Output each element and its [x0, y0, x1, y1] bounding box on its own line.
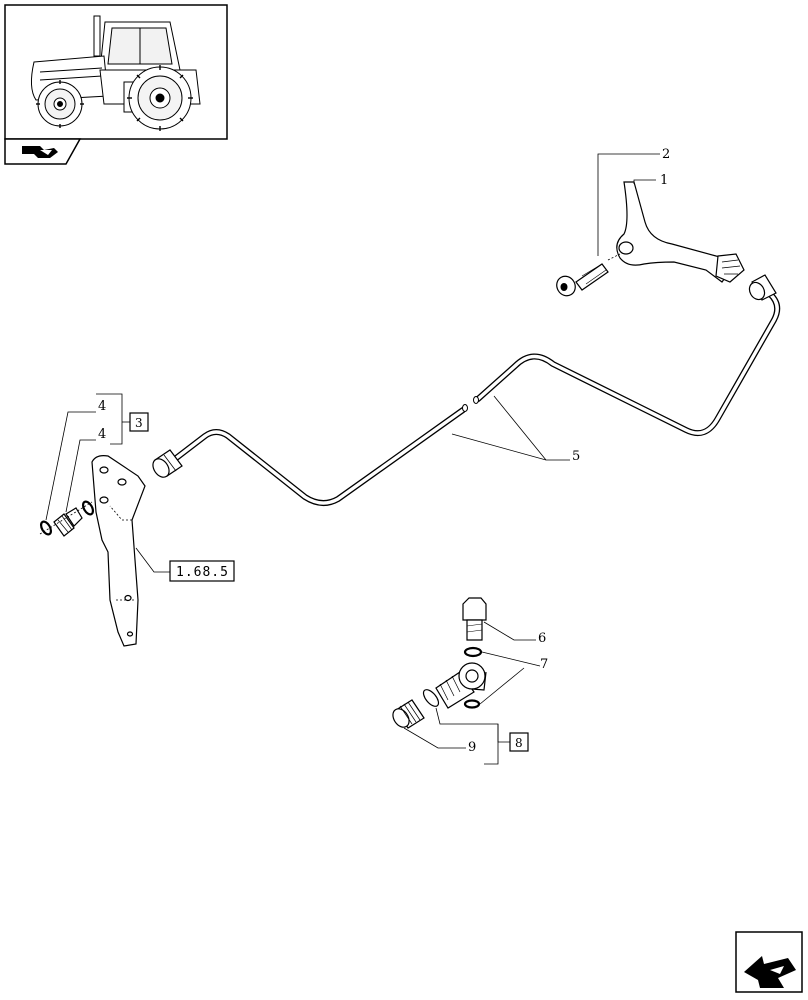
callout-4-lower[interactable]: 4	[98, 427, 106, 442]
right-pipe-nut	[748, 274, 777, 301]
ref-box-3-label: 3	[135, 416, 143, 430]
sealing-washers	[463, 646, 483, 709]
callout-6[interactable]: 6	[538, 631, 546, 646]
coupling-nut	[392, 699, 425, 729]
banjo-bolt	[462, 597, 487, 641]
leader-lines	[45, 153, 660, 765]
brake-pipe	[168, 291, 781, 506]
ref-box-8-label: 8	[515, 736, 523, 750]
section-arrow-icon	[22, 146, 58, 158]
pedal-lever	[616, 181, 745, 283]
ref-box-8[interactable]: 8	[509, 732, 529, 752]
callout-2[interactable]: 2	[662, 147, 670, 162]
tractor-thumbnail	[4, 4, 228, 140]
callout-4-upper[interactable]: 4	[98, 399, 106, 414]
callout-9[interactable]: 9	[468, 740, 476, 755]
callout-5[interactable]: 5	[572, 449, 580, 464]
callout-1[interactable]: 1	[660, 173, 668, 188]
banjo-fitting	[422, 662, 487, 709]
callout-7[interactable]: 7	[540, 657, 548, 672]
ref-box-1-68-5-label: 1.68.5	[176, 565, 229, 580]
ref-box-1-68-5[interactable]: 1.68.5	[169, 560, 235, 582]
socket-bolt	[556, 253, 621, 297]
ref-box-3[interactable]: 3	[129, 412, 149, 432]
left-pipe-nut	[152, 449, 183, 478]
left-fittings	[39, 500, 95, 537]
back-navigation-icon[interactable]	[735, 931, 803, 993]
mounting-bracket	[91, 455, 146, 647]
